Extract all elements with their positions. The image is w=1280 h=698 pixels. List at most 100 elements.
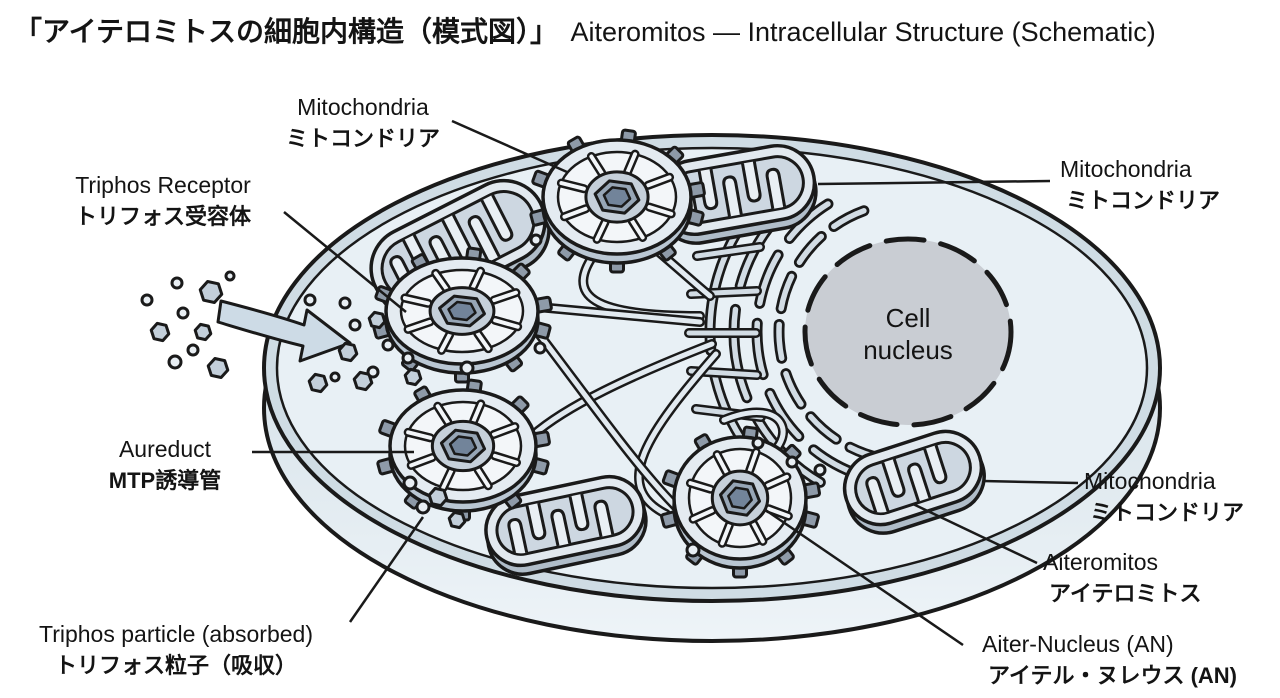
organelle-slot [471,269,483,290]
label-text-ja: ミトコンドリア [1066,188,1220,213]
triphos-particle-dot [338,296,352,310]
mitochondrion-4 [842,429,986,535]
label-leader-line [982,479,1079,485]
cell-nucleus: Cell nucleus [802,236,1014,428]
nucleus-envelope [802,236,1014,428]
organelle-slot [475,331,491,351]
label-text-en: Triphos particle (absorbed) [39,621,313,647]
triphos-particle-hex [149,321,171,343]
label-aiter-nucleus: Aiter-Nucleus (AN) アイテル・ヌレウス (AN) [763,507,1237,688]
er-tubule [694,244,763,259]
triphos-particle-dot [751,436,765,450]
triphos-particle-hex [367,310,387,330]
triphos-particle-dot [167,354,183,370]
label-triphos-particle: Triphos particle (absorbed)トリフォス粒子（吸収） [39,516,425,678]
triphos-particle-hex [427,486,449,508]
triphos-particle-hex [447,510,467,530]
page-title: 「アイテロミトスの細胞内構造（模式図）」 Aiteromitos — Intra… [14,15,1156,47]
triphos-particle-dot [533,341,547,355]
triphos-particle-hex [337,341,359,363]
organelle-slot [646,175,672,188]
triphos-particle-dot [415,499,431,515]
aureduct-tube [636,351,719,517]
label-leader-line [451,119,568,174]
organelle-slot [491,424,517,437]
organelle-slot [766,506,791,519]
organelle-slot [476,467,491,488]
label-text-en: Aiter-Nucleus (AN) [982,631,1174,657]
organelle-slot [688,481,713,492]
triphos-particle-hex [307,372,329,394]
label-mitochondria-top: Mitochondria ミトコンドリア [286,94,568,174]
triphos-particle-dot [348,318,362,332]
organelle-slot [691,508,715,522]
organelle-slot [747,450,759,473]
triphos-particle-hex [193,322,213,342]
organelle-slot [595,220,608,242]
nucleus-label-line2: nucleus [863,335,953,365]
triphos-particle-dot [329,371,341,383]
label-text-en: Aureduct [119,436,212,462]
organelle-slot [492,290,518,303]
label-text-en: Mitochondria [1084,468,1216,494]
triphos-particle-dot [381,338,395,352]
organelle-slot [492,453,519,465]
page-title-english: Aiteromitos — Intracellular Structure (S… [571,17,1156,47]
organelle-slot [647,205,674,216]
label-text-ja: アイテル・ヌレウス (AN) [988,663,1237,688]
organelle-slot [402,296,431,306]
organelle-slot [406,430,433,440]
aiteromitos-organelle-1 [529,128,706,274]
absorption-arrow-icon [216,299,352,363]
triphos-particles [140,233,827,558]
triphos-particle-dot [170,276,184,290]
triphos-particle-dot [303,293,317,307]
label-leader-line [763,507,964,647]
aiteromitos-organelle-3 [376,378,551,522]
organelle-slot [630,219,645,240]
label-text-ja: ミトコンドリア [1090,500,1244,525]
label-text-en: Mitochondria [297,94,429,120]
triphos-particle-dot [176,306,190,320]
organelle-slot [441,468,454,490]
aiter-nucleus-core [448,435,478,457]
aiter-nucleus-core [602,186,632,208]
organelle-slot [433,271,449,291]
label-leader-line [817,179,1051,186]
label-leader-line [283,211,407,313]
organelle-slot [562,206,588,219]
organelle-slot [720,522,732,546]
triphos-particle-dot [366,365,380,379]
aureduct-tube [529,341,715,439]
organelle-slot [406,319,432,332]
triphos-particle-hex [206,357,230,379]
label-text-ja: ミトコンドリア [286,126,440,151]
aiter-nucleus-core [447,300,477,322]
triphos-particle-dot [401,351,415,365]
label-text-en: Triphos Receptor [75,172,251,198]
triphos-particle-dot [529,233,543,247]
organelle-slot [625,152,638,174]
label-text-en: Aiteromitos [1043,549,1158,575]
triphos-particle-dot [459,360,475,376]
organelle-slot [559,181,586,191]
triphos-particle-hex [198,280,224,304]
label-mitochondria-right-bottom: Mitochondria ミトコンドリア [982,468,1244,525]
label-text-ja: アイテロミトス [1049,581,1201,606]
label-aiteromitos: Aiteromitos アイテロミトス [912,502,1201,606]
organelle-slot [493,318,520,329]
er-cisterna [776,208,884,461]
organelle-slot [715,452,729,475]
label-leader-line [912,502,1038,565]
page-title-japanese: 「アイテロミトスの細胞内構造（模式図）」 [14,15,558,47]
nucleus-label-line1: Cell [886,303,931,333]
triphos-particle-hex [403,367,423,387]
aiteromitos-organelle-4 [660,425,822,579]
label-text-ja: MTP誘導管 [109,468,221,493]
aiteromitos-organelle-2 [372,246,553,384]
organelle-slot [765,474,789,488]
